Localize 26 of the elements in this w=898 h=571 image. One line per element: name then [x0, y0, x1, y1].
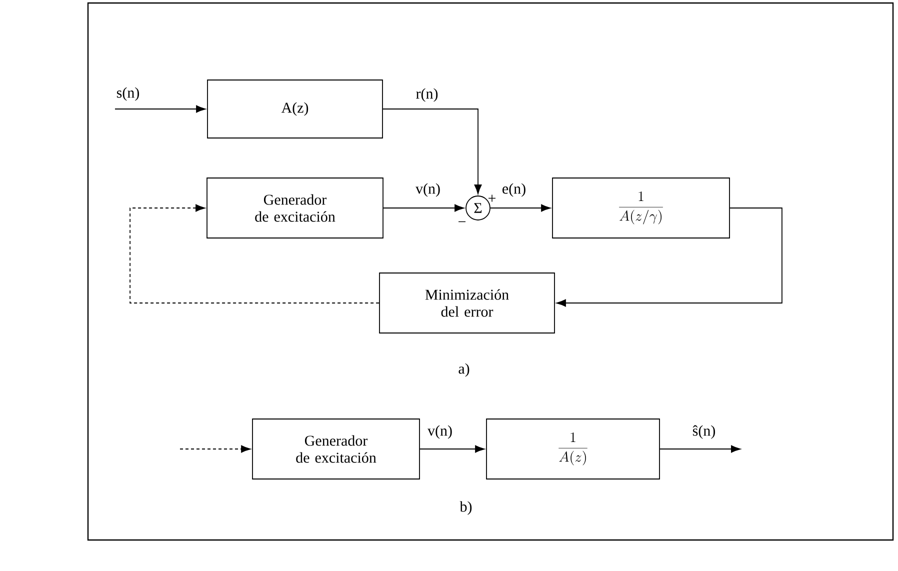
- sign-label: +: [488, 194, 496, 202]
- signal-label: s(n): [116, 87, 139, 101]
- block-box: Generador de excitación: [252, 418, 420, 480]
- arrow: [114, 105, 206, 113]
- arrow: [420, 445, 485, 453]
- panel-label: a): [458, 363, 470, 377]
- arrow: [180, 445, 251, 453]
- block-box: Minimización del error: [379, 272, 555, 334]
- signal-label: r(n): [416, 88, 438, 102]
- summing-junction: Σ: [466, 196, 490, 220]
- arrow: [130, 204, 380, 304]
- signal-label: ŝ(n): [692, 425, 715, 439]
- block-box: Generador de excitación: [206, 178, 384, 238]
- signal-label: e(n): [502, 183, 526, 197]
- sign-label: −: [458, 221, 466, 222]
- arrow: [383, 204, 464, 212]
- block-box: $\frac{1}{A(z/\gamma)}$: [552, 178, 730, 238]
- panel-label: b): [460, 501, 472, 515]
- block-box: $\frac{1}{A(z)}$: [486, 418, 660, 480]
- arrow: [382, 108, 482, 194]
- arrow: [556, 208, 782, 307]
- signal-label: v(n): [428, 425, 452, 439]
- block-box: A(z): [207, 80, 383, 138]
- signal-label: v(n): [416, 183, 440, 197]
- arrow: [660, 445, 741, 453]
- arrow: [490, 204, 551, 212]
